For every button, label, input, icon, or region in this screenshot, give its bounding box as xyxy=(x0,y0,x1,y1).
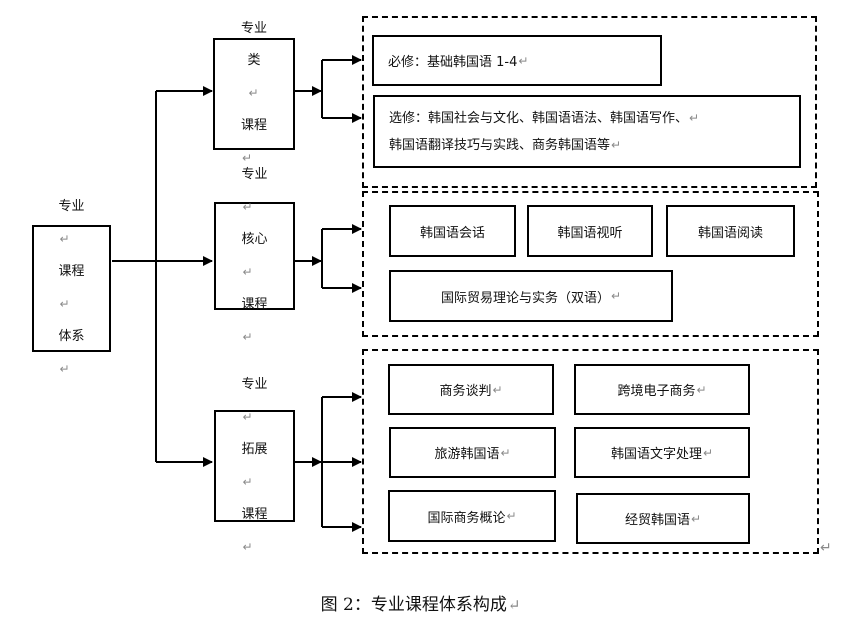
root-line-2: 课程 xyxy=(58,264,85,279)
paragraph-mark-icon: ↵ xyxy=(506,509,517,523)
paragraph-mark-icon: ↵ xyxy=(689,110,700,125)
extension-course-box: 经贸韩国语↵ xyxy=(576,493,750,544)
paragraph-mark-icon: ↵ xyxy=(248,86,259,100)
core-course-text: 韩国语阅读 xyxy=(697,225,763,241)
major-line-3: 课程 xyxy=(240,118,267,133)
core-course-text: 韩国语会话 xyxy=(419,225,485,241)
required-course-box: 必修：基础韩国语 1-4↵ xyxy=(372,35,662,86)
root-line-1: 专业 xyxy=(58,199,85,214)
core-course-box: 国际贸易理论与实务（双语）↵ xyxy=(389,270,673,322)
paragraph-mark-icon: ↵ xyxy=(59,297,70,311)
extension-course-text: 跨境电子商务 xyxy=(617,384,696,399)
paragraph-mark-icon: ↵ xyxy=(242,329,253,344)
paragraph-mark-icon: ↵ xyxy=(242,539,253,554)
major-line-2: 类 xyxy=(247,53,261,68)
core-course-box: 韩国语视听 xyxy=(527,205,653,257)
extension-courses-box: 专业 ↵ 拓展 ↵ 课程 ↵ xyxy=(214,377,295,554)
extension-course-box: 旅游韩国语↵ xyxy=(389,427,556,478)
major-line-1: 专业 xyxy=(240,21,267,36)
paragraph-mark-icon: ↵ xyxy=(500,445,511,460)
core-course-text: 韩国语视听 xyxy=(557,225,623,241)
core-course-box: 韩国语阅读 xyxy=(666,205,795,257)
extension-course-text: 经贸韩国语 xyxy=(624,513,690,528)
ext-line-3: 课程 xyxy=(241,506,268,522)
extension-course-text: 国际商务概论 xyxy=(427,510,506,526)
root-line-3: 体系 xyxy=(58,329,85,344)
required-course-text: 必修：基础韩国语 1-4 xyxy=(388,55,518,70)
paragraph-mark-icon: ↵ xyxy=(610,289,622,303)
core-line-2: 核心 xyxy=(241,231,268,247)
paragraph-mark-icon: ↵ xyxy=(241,151,253,165)
paragraph-mark-icon: ↵ xyxy=(242,264,253,279)
elective-course-line-1: 选修：韩国社会与文化、韩国语语法、韩国语写作、 xyxy=(389,110,689,126)
core-courses-group xyxy=(362,191,819,337)
extension-course-box: 跨境电子商务↵ xyxy=(574,364,750,415)
core-line-3: 课程 xyxy=(241,296,268,312)
extension-course-text: 旅游韩国语 xyxy=(434,447,500,462)
root-node-box: 专业 ↵ 课程 ↵ 体系 ↵ xyxy=(32,199,111,376)
extension-course-text: 商务谈判 xyxy=(439,384,492,399)
paragraph-mark-icon: ↵ xyxy=(242,409,253,424)
ext-line-2: 拓展 xyxy=(241,441,268,457)
paragraph-mark-icon: ↵ xyxy=(690,511,702,526)
paragraph-mark-icon: ↵ xyxy=(59,362,70,376)
core-line-1: 专业 xyxy=(241,166,268,182)
core-courses-box: 专业 ↵ 核心 ↵ 课程 ↵ xyxy=(214,167,295,344)
paragraph-mark-icon: ↵ xyxy=(242,474,253,489)
paragraph-mark-icon: ↵ xyxy=(59,232,70,246)
major-courses-box: 专业 类 ↵ 课程 ↵ xyxy=(213,21,295,165)
elective-course-line-2: 韩国语翻译技巧与实践、商务韩国语等 xyxy=(389,137,611,153)
core-course-box: 韩国语会话 xyxy=(389,205,516,257)
extension-course-text: 韩国语文字处理 xyxy=(610,447,702,462)
paragraph-mark-icon: ↵ xyxy=(611,137,622,152)
paragraph-mark-icon: ↵ xyxy=(696,382,707,397)
figure-caption: 图 2：专业课程体系构成↵ xyxy=(0,590,841,615)
extension-course-box: 韩国语文字处理↵ xyxy=(574,427,750,478)
paragraph-mark-icon: ↵ xyxy=(518,53,529,68)
major-courses-group xyxy=(362,16,817,188)
paragraph-mark-icon: ↵ xyxy=(702,445,714,460)
paragraph-mark-icon: ↵ xyxy=(820,540,832,556)
core-course-text: 国际贸易理论与实务（双语） xyxy=(440,290,610,306)
extension-course-box: 国际商务概论↵ xyxy=(388,490,556,542)
figure-caption-text: 图 2：专业课程体系构成 xyxy=(320,595,507,615)
paragraph-mark-icon: ↵ xyxy=(242,199,253,214)
paragraph-mark-icon: ↵ xyxy=(507,596,521,614)
ext-line-1: 专业 xyxy=(241,376,268,392)
extension-courses-group xyxy=(362,349,819,554)
elective-course-box: 选修：韩国社会与文化、韩国语语法、韩国语写作、↵ 韩国语翻译技巧与实践、商务韩国… xyxy=(373,95,801,168)
extension-course-box: 商务谈判↵ xyxy=(388,364,554,415)
paragraph-mark-icon: ↵ xyxy=(492,382,503,397)
